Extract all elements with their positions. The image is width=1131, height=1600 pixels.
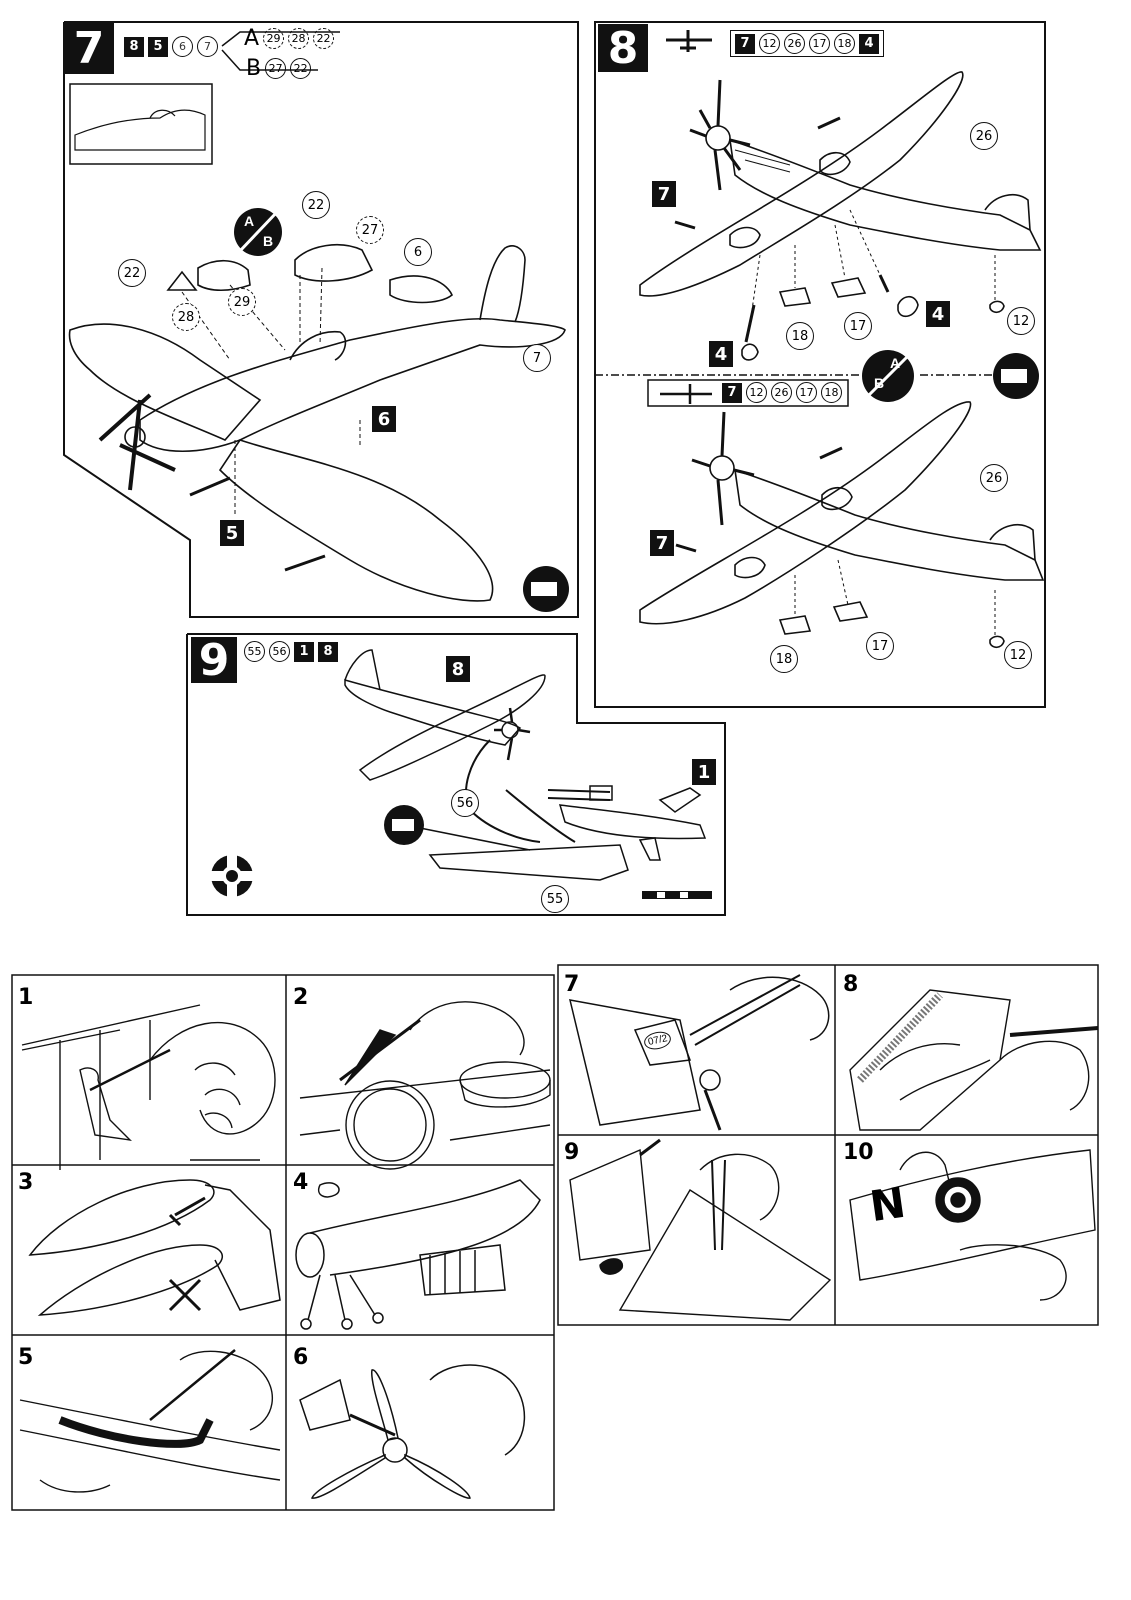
tip-number: 2 <box>293 985 309 1010</box>
part-6-square: 6 <box>372 406 396 432</box>
step-7-part-circle: 6 <box>172 36 193 57</box>
step-9-header: 55 56 1 8 <box>244 641 338 662</box>
step-9-part-square: 1 <box>294 641 314 662</box>
step-9-part-circle: 56 <box>269 641 290 662</box>
step-8a-part-circle: 18 <box>834 33 855 54</box>
step-7-part-square: 5 <box>148 36 168 57</box>
callout-55: 55 <box>541 885 569 913</box>
ab-badge-a: A <box>890 355 901 371</box>
option-b-part: 27 <box>265 58 287 79</box>
decal-letter: N <box>866 1177 909 1232</box>
option-a-part: 29 <box>263 28 285 49</box>
part-1-square: 1 <box>692 759 716 785</box>
tip-number: 3 <box>18 1170 34 1195</box>
callout-6: 6 <box>404 238 432 266</box>
tip-number: 1 <box>18 985 34 1010</box>
step-8b-part-circle: 17 <box>796 382 817 403</box>
callout-18: 18 <box>786 322 814 350</box>
step-8a-part-circle: 17 <box>809 33 830 54</box>
part-5-square: 5 <box>220 520 244 546</box>
tip-number: 7 <box>564 972 580 997</box>
step-8b-part-square: 7 <box>722 382 742 403</box>
step-8a-part-square: 7 <box>735 33 755 54</box>
tip-number: 6 <box>293 1345 309 1370</box>
step-8b-part-circle: 12 <box>746 382 767 403</box>
ab-badge-b: B <box>874 375 885 391</box>
step-7-part-circle: 7 <box>197 36 218 57</box>
callout-56: 56 <box>451 789 479 817</box>
option-a-part: 28 <box>288 28 310 49</box>
callout-29: 29 <box>228 288 256 316</box>
ab-badge-a: A <box>244 213 255 229</box>
step-8b-part-circle: 18 <box>821 382 842 403</box>
callout-26: 26 <box>970 122 998 150</box>
part-8-square: 8 <box>446 656 470 682</box>
step-8-header-a: 7 12 26 17 18 4 <box>730 30 884 57</box>
callout-28: 28 <box>172 303 200 331</box>
tip-number: 10 <box>843 1140 874 1165</box>
step-9-part-square: 8 <box>318 641 338 662</box>
callout-17: 17 <box>866 632 894 660</box>
step-8a-part-circle: 26 <box>784 33 805 54</box>
step-7-number: 7 <box>64 22 114 74</box>
step-9-number: 9 <box>191 635 237 686</box>
option-a-letter: A <box>244 26 260 51</box>
callout-12: 12 <box>1004 641 1032 669</box>
option-a-part: 22 <box>313 28 335 49</box>
callout-12: 12 <box>1007 307 1035 335</box>
step-8a-part-square: 4 <box>859 33 879 54</box>
callout-7: 7 <box>523 344 551 372</box>
step-8a-part-circle: 12 <box>759 33 780 54</box>
callout-22: 22 <box>302 191 330 219</box>
part-7-square: 7 <box>650 530 674 556</box>
part-4-square: 4 <box>926 301 950 327</box>
option-b-part: 22 <box>290 58 312 79</box>
callout-18: 18 <box>770 645 798 673</box>
step-8-number: 8 <box>598 23 648 74</box>
step-8b-part-circle: 26 <box>771 382 792 403</box>
tip-number: 8 <box>843 972 859 997</box>
ab-badge-b: B <box>263 233 274 249</box>
step-7-option-a: A 29 28 22 <box>244 26 335 51</box>
part-7-square: 7 <box>652 181 676 207</box>
step-9-part-circle: 55 <box>244 641 265 662</box>
tip-number: 4 <box>293 1170 309 1195</box>
option-b-letter: B <box>246 56 262 81</box>
callout-17: 17 <box>844 312 872 340</box>
callout-26: 26 <box>980 464 1008 492</box>
callout-22: 22 <box>118 259 146 287</box>
step-7-header: 8 5 6 7 <box>124 36 218 57</box>
callout-27: 27 <box>356 216 384 244</box>
step-7-part-square: 8 <box>124 36 144 57</box>
step-8-header-b: 7 12 26 17 18 <box>722 382 842 403</box>
tip-number: 9 <box>564 1140 580 1165</box>
step-7-option-b: B 27 22 <box>246 56 312 81</box>
part-4-square: 4 <box>709 341 733 367</box>
tip-number: 5 <box>18 1345 34 1370</box>
